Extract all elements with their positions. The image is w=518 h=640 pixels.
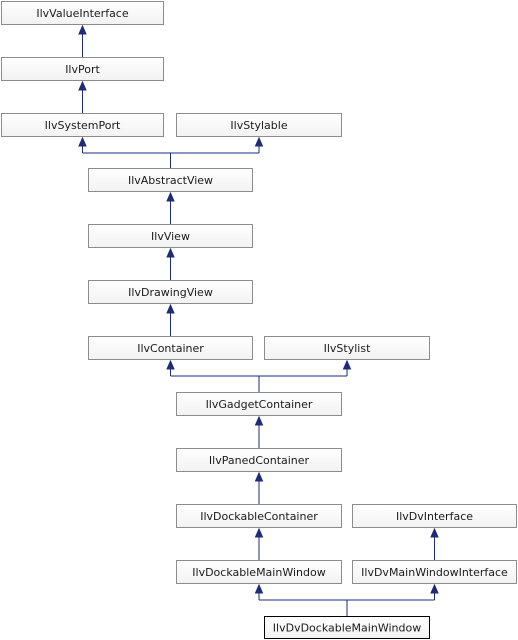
inheritance-arrow — [78, 80, 87, 91]
edges-layer — [78, 24, 439, 616]
edge-gadgetcontainer — [166, 359, 352, 392]
class-box — [264, 336, 430, 360]
class-label: IlvGadgetContainer — [206, 398, 313, 411]
inheritance-arrow — [78, 136, 87, 147]
class-node-container[interactable]: IlvContainer — [88, 336, 253, 360]
class-node-dockablemainwindow[interactable]: IlvDockableMainWindow — [176, 560, 342, 584]
class-box — [264, 616, 430, 639]
class-box — [176, 504, 342, 528]
class-box — [1, 1, 164, 25]
class-label: IlvStylable — [230, 119, 287, 132]
edge-systemport — [78, 80, 87, 113]
class-box — [176, 560, 342, 584]
edge-container — [166, 303, 175, 336]
class-label: IlvDvInterface — [396, 510, 473, 523]
class-node-dvinterface[interactable]: IlvDvInterface — [352, 504, 517, 528]
edge-abstractview — [78, 136, 264, 168]
class-node-stylist[interactable]: IlvStylist — [264, 336, 430, 360]
class-box — [1, 113, 164, 137]
edge-drawingview — [166, 247, 175, 280]
inheritance-arrow — [254, 415, 264, 426]
class-box — [1, 57, 164, 81]
class-node-panedcontainer[interactable]: IlvPanedContainer — [176, 448, 342, 472]
class-node-dvmainwindowinterface[interactable]: IlvDvMainWindowInterface — [352, 560, 517, 584]
class-label: IlvAbstractView — [128, 174, 213, 187]
class-box — [176, 448, 342, 472]
class-node-dvdockablemainwindow[interactable]: IlvDvDockableMainWindow — [264, 616, 430, 639]
inheritance-arrow — [254, 527, 264, 538]
class-node-valueinterface[interactable]: IlvValueInterface — [1, 1, 164, 25]
edge-view — [166, 191, 175, 224]
inheritance-arrow — [254, 471, 264, 482]
inheritance-arrow — [78, 24, 87, 35]
class-node-dockablecontainer[interactable]: IlvDockableContainer — [176, 504, 342, 528]
edge-panedcontainer — [254, 415, 264, 448]
class-label: IlvValueInterface — [36, 7, 128, 20]
class-label: IlvSystemPort — [45, 119, 121, 132]
edge-dockablemainwindow — [254, 527, 264, 560]
class-node-port[interactable]: IlvPort — [1, 57, 164, 81]
class-node-abstractview[interactable]: IlvAbstractView — [88, 168, 253, 192]
class-label: IlvDvMainWindowInterface — [361, 566, 508, 579]
class-node-gadgetcontainer[interactable]: IlvGadgetContainer — [176, 392, 342, 416]
class-box — [88, 280, 253, 304]
inheritance-arrow — [254, 136, 264, 147]
inheritance-arrow — [254, 583, 264, 594]
class-label: IlvContainer — [137, 342, 204, 355]
class-box — [352, 560, 517, 584]
class-node-drawingview[interactable]: IlvDrawingView — [88, 280, 253, 304]
inheritance-arrow — [166, 247, 175, 258]
class-box — [88, 224, 253, 248]
edge-port — [78, 24, 87, 57]
class-box — [88, 336, 253, 360]
inheritance-arrow — [430, 527, 439, 538]
inheritance-arrow — [342, 359, 352, 370]
class-label: IlvDockableMainWindow — [192, 566, 325, 579]
class-box — [352, 504, 517, 528]
class-box — [176, 113, 342, 137]
edge-dvdockablemainwindow — [254, 583, 439, 616]
inheritance-arrow — [166, 359, 175, 370]
inheritance-arrow — [166, 191, 175, 202]
class-node-view[interactable]: IlvView — [88, 224, 253, 248]
edge-dockablecontainer — [254, 471, 264, 504]
class-label: IlvPanedContainer — [209, 454, 310, 467]
class-node-systemport[interactable]: IlvSystemPort — [1, 113, 164, 137]
inheritance-arrow — [166, 303, 175, 314]
class-label: IlvDockableContainer — [200, 510, 318, 523]
class-label: IlvPort — [65, 63, 100, 76]
class-label: IlvDrawingView — [128, 286, 213, 299]
class-label: IlvView — [151, 230, 190, 243]
class-box — [176, 392, 342, 416]
inheritance-arrow — [430, 583, 439, 594]
class-label: IlvStylist — [324, 342, 371, 355]
class-label: IlvDvDockableMainWindow — [273, 622, 421, 635]
class-box — [88, 168, 253, 192]
class-node-stylable[interactable]: IlvStylable — [176, 113, 342, 137]
edge-dvmainwindowinterface — [430, 527, 439, 560]
